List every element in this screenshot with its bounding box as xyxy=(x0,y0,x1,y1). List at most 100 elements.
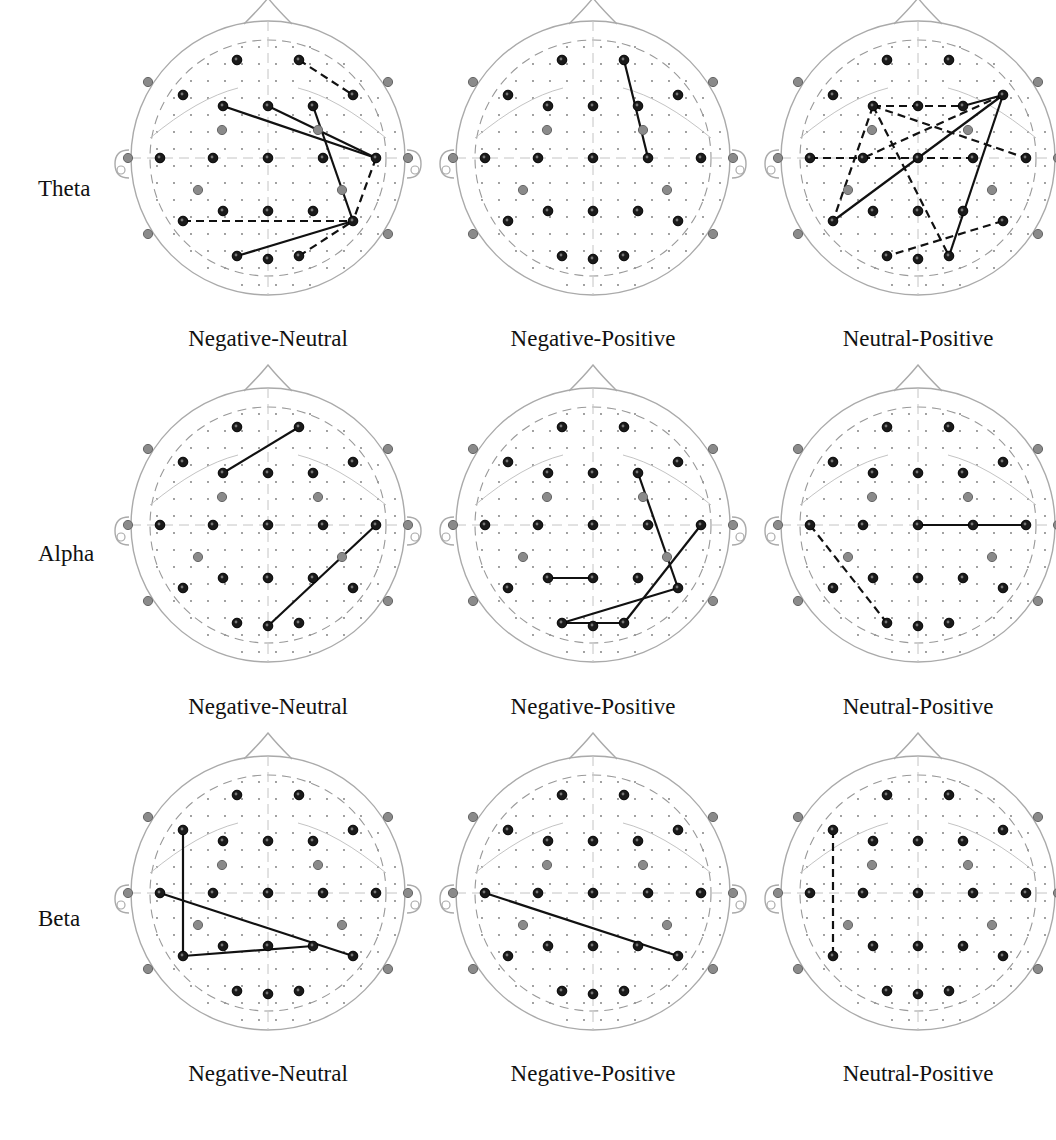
grid-dot xyxy=(617,430,619,432)
electrode-highlight xyxy=(1024,156,1027,159)
grid-dot xyxy=(583,182,585,184)
grid-dot xyxy=(976,63,978,65)
grid-dot xyxy=(583,532,585,534)
grid-dot xyxy=(634,131,636,133)
grid-dot xyxy=(857,900,859,902)
connectivity-line xyxy=(548,577,593,579)
grey-electrode xyxy=(468,77,477,86)
grid-dot xyxy=(959,583,961,585)
grid-dot xyxy=(651,80,653,82)
grey-electrode xyxy=(193,552,202,561)
grid-dot xyxy=(617,566,619,568)
electrode xyxy=(178,90,188,100)
grid-dot xyxy=(1027,182,1029,184)
scalp-map xyxy=(115,733,421,1030)
grid-dot xyxy=(481,883,483,885)
grid-dot xyxy=(702,233,704,235)
grid-dot xyxy=(377,148,379,150)
grid-dot xyxy=(326,532,328,534)
grid-dot xyxy=(515,549,517,551)
electrode xyxy=(318,520,328,530)
grid-dot xyxy=(583,250,585,252)
grid-dot xyxy=(668,1002,670,1004)
grid-dot xyxy=(224,566,226,568)
grid-dot xyxy=(840,832,842,834)
grid-dot xyxy=(925,566,927,568)
grid-dot xyxy=(891,447,893,449)
grid-dot xyxy=(823,600,825,602)
grid-dot xyxy=(600,199,602,201)
grid-dot xyxy=(719,883,721,885)
grid-dot xyxy=(275,781,277,783)
grid-dot xyxy=(258,131,260,133)
grid-dot xyxy=(840,583,842,585)
electrode-highlight xyxy=(961,576,964,579)
grid-dot xyxy=(651,968,653,970)
grid-dot xyxy=(925,199,927,201)
grid-dot xyxy=(617,781,619,783)
grid-dot xyxy=(823,131,825,133)
electrode-highlight xyxy=(636,839,639,842)
grid-dot xyxy=(874,917,876,919)
grid-dot xyxy=(993,216,995,218)
grid-dot xyxy=(600,583,602,585)
grid-dot xyxy=(241,651,243,653)
grid-dot xyxy=(566,968,568,970)
grid-dot xyxy=(959,199,961,201)
connectivity-line xyxy=(268,525,376,626)
electrode xyxy=(998,457,1008,467)
grid-dot xyxy=(959,617,961,619)
grid-dot xyxy=(840,866,842,868)
grid-dot xyxy=(823,97,825,99)
grid-dot xyxy=(173,849,175,851)
grid-dot xyxy=(224,798,226,800)
grid-dot xyxy=(241,781,243,783)
grid-dot xyxy=(823,917,825,919)
electrode-highlight xyxy=(636,104,639,107)
grid-dot xyxy=(959,430,961,432)
grid-dot xyxy=(292,1002,294,1004)
grid-dot xyxy=(1010,617,1012,619)
electrode xyxy=(588,888,598,898)
grid-dot xyxy=(600,600,602,602)
electrode xyxy=(480,153,490,163)
electrode-highlight xyxy=(622,58,625,61)
grid-dot xyxy=(942,182,944,184)
grid-dot xyxy=(719,566,721,568)
grid-dot xyxy=(481,549,483,551)
grid-dot xyxy=(668,617,670,619)
grid-dot xyxy=(275,883,277,885)
grid-dot xyxy=(874,97,876,99)
electrode xyxy=(944,422,954,432)
electrode xyxy=(828,216,838,226)
grey-electrode xyxy=(313,125,322,134)
grid-dot xyxy=(874,250,876,252)
grid-dot xyxy=(549,114,551,116)
electrode-highlight xyxy=(321,156,324,159)
electrode xyxy=(828,457,838,467)
grid-dot xyxy=(583,267,585,269)
grid-dot xyxy=(823,165,825,167)
grid-dot xyxy=(173,515,175,517)
guide-arc xyxy=(475,455,563,505)
electrode xyxy=(557,55,567,65)
grid-dot xyxy=(685,532,687,534)
grid-dot xyxy=(275,1019,277,1021)
grid-dot xyxy=(292,63,294,65)
grid-dot xyxy=(258,199,260,201)
grid-dot xyxy=(583,934,585,936)
grid-dot xyxy=(891,148,893,150)
grid-dot xyxy=(651,447,653,449)
connectivity-line xyxy=(949,95,1003,256)
grid-dot xyxy=(377,583,379,585)
grid-dot xyxy=(207,951,209,953)
grid-dot xyxy=(343,430,345,432)
grid-dot xyxy=(309,1019,311,1021)
electrode-highlight xyxy=(947,621,950,624)
grid-dot xyxy=(840,968,842,970)
grid-dot xyxy=(1027,233,1029,235)
grid-dot xyxy=(309,165,311,167)
grid-dot xyxy=(583,233,585,235)
grid-dot xyxy=(976,481,978,483)
